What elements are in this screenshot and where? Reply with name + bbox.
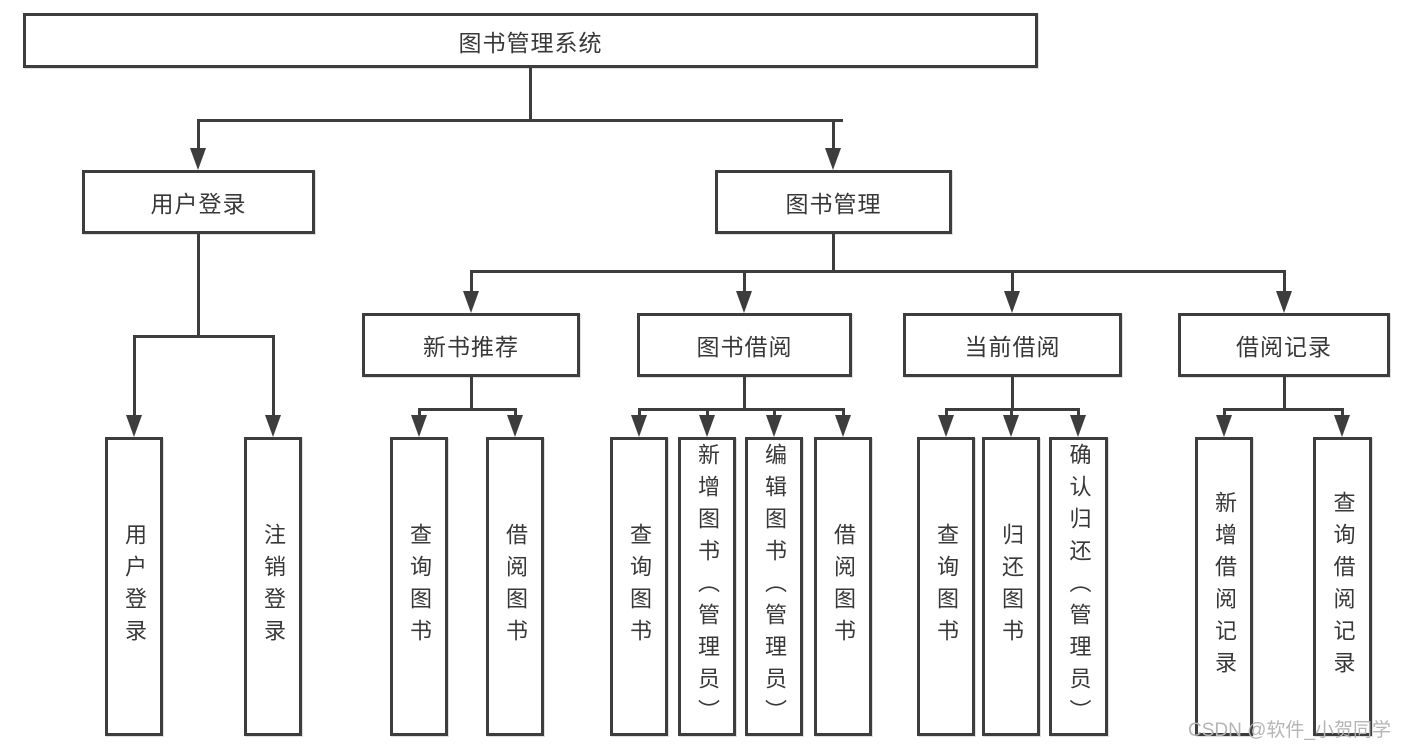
connector-leaf-drop: [772, 407, 776, 420]
csdn-watermark: CSDN @软件_小贺同学: [1188, 720, 1391, 741]
leaf-record-query-borrow-record: 查询借阅记录: [1313, 437, 1372, 736]
leaf-record-add-borrow-record: 新增借阅记录: [1195, 437, 1253, 736]
leaf-borrow-edit-book-admin: 编辑图书（管理员）: [745, 437, 803, 736]
arrow-down-icon: [631, 415, 647, 437]
arrow-down-icon: [463, 291, 479, 313]
connector-user-login-stem: [196, 234, 200, 336]
connector-current-borrow-stem: [1010, 377, 1014, 410]
connector-book-management-stem: [831, 234, 835, 272]
leaf-current-confirm-return-admin: 确认归还（管理员）: [1049, 437, 1108, 736]
connector-to-current-borrow: [1010, 269, 1014, 296]
connector-to-user-login: [196, 118, 200, 152]
leaf-recommend-query-book: 查询图书: [390, 437, 448, 736]
arrow-down-icon: [1216, 415, 1232, 437]
arrow-down-icon: [766, 415, 782, 437]
connector-to-leaf-user-login: [132, 334, 136, 419]
connector-user-login-bar: [132, 334, 275, 338]
arrow-down-icon: [190, 148, 206, 170]
arrow-down-icon: [938, 415, 954, 437]
leaf-current-query-book: 查询图书: [917, 437, 975, 736]
leaf-recommend-borrow-book: 借阅图书: [486, 437, 544, 736]
arrow-down-icon: [1334, 415, 1350, 437]
connector-to-borrow-record: [1282, 269, 1286, 296]
connector-borrow-record-stem: [1282, 377, 1286, 410]
node-book-borrow: 图书借阅: [637, 313, 852, 377]
leaf-borrow-query-book: 查询图书: [610, 437, 668, 736]
connector-to-book-management: [831, 118, 835, 152]
connector-leaf-drop: [944, 407, 948, 420]
arrow-down-icon: [411, 415, 427, 437]
arrow-down-icon: [835, 415, 851, 437]
leaf-user-login: 用户登录: [105, 437, 163, 736]
node-current-borrow: 当前借阅: [903, 313, 1122, 377]
connector-recommend-stem: [469, 377, 473, 410]
arrow-down-icon: [1004, 291, 1020, 313]
connector-to-book-borrow: [742, 269, 746, 296]
connector-leaf-drop: [841, 407, 845, 420]
arrow-down-icon: [507, 415, 523, 437]
arrow-down-icon: [825, 148, 841, 170]
leaf-borrow-add-book-admin: 新增图书（管理员）: [678, 437, 736, 736]
arrow-down-icon: [1276, 291, 1292, 313]
leaf-current-return-book: 归还图书: [982, 437, 1040, 736]
arrow-down-icon: [265, 415, 281, 437]
connector-leaf-drop: [1222, 407, 1226, 420]
connector-root-bar: [196, 118, 843, 122]
arrow-down-icon: [699, 415, 715, 437]
connector-borrow-record-bar: [1222, 407, 1344, 411]
connector-to-leaf-logout: [271, 334, 275, 419]
connector-leaf-drop: [1076, 407, 1080, 420]
node-book-management: 图书管理: [715, 170, 952, 234]
connector-book-management-bar: [469, 269, 1286, 273]
node-root: 图书管理系统: [23, 13, 1038, 68]
connector-leaf-drop: [1340, 407, 1344, 420]
connector-book-borrow-stem: [742, 377, 746, 410]
connector-to-new-book-recommend: [469, 269, 473, 296]
connector-leaf-drop: [637, 407, 641, 420]
arrow-down-icon: [1070, 415, 1086, 437]
connector-leaf-drop: [1009, 407, 1013, 420]
leaf-logout-login: 注销登录: [244, 437, 302, 736]
node-user-login: 用户登录: [82, 170, 315, 234]
arrow-down-icon: [736, 291, 752, 313]
connector-leaf-drop: [705, 407, 709, 420]
leaf-borrow-borrow-book: 借阅图书: [814, 437, 872, 736]
connector-recommend-bar: [417, 407, 517, 411]
connector-root-stem: [528, 67, 532, 121]
connector-leaf-drop: [513, 407, 517, 420]
connector-book-borrow-bar: [637, 407, 845, 411]
node-borrow-record: 借阅记录: [1178, 313, 1390, 377]
arrow-down-icon: [1003, 415, 1019, 437]
arrow-down-icon: [126, 415, 142, 437]
connector-leaf-drop: [417, 407, 421, 420]
node-new-book-recommend: 新书推荐: [362, 313, 580, 377]
